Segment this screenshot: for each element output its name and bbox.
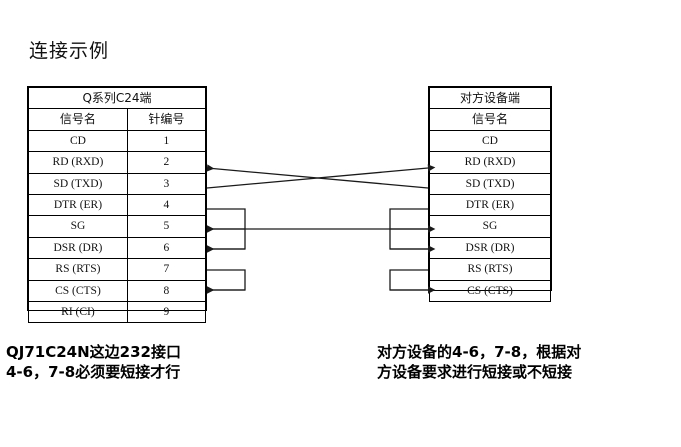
left-table-title-row: Q系列C24端 — [28, 86, 206, 110]
table-row: DTR (ER) — [429, 194, 551, 217]
right-table-title-row: 对方设备端 — [429, 86, 551, 110]
table-row: RI (CI) 9 — [28, 301, 207, 324]
left-header-signal: 信号名 — [28, 108, 128, 131]
right-signal-1: CD — [429, 129, 551, 153]
left-pin-2: 2 — [126, 151, 207, 174]
left-signal-7: RS (RTS) — [28, 258, 128, 281]
left-pin-6: 6 — [126, 236, 207, 260]
page-title: 连接示例 — [29, 40, 110, 62]
left-pin-7: 7 — [126, 258, 207, 281]
left-pin-8: 8 — [126, 279, 207, 303]
table-row: SD (TXD) — [429, 172, 551, 196]
table-row: SG 5 — [28, 215, 207, 238]
wire-sd-to-rd-right — [206, 164, 436, 189]
left-connector-table: Q系列C24端 信号名 针编号 CD 1 RD (RXD) 2 SD (TXD)… — [27, 86, 207, 324]
table-row: CS (CTS) 8 — [28, 279, 207, 303]
wire-sd-to-rd-left — [206, 164, 429, 189]
table-row: SD (TXD) 3 — [28, 172, 207, 196]
right-jumper-7-8 — [389, 269, 428, 291]
table-row: DSR (DR) — [429, 236, 551, 260]
left-jumper-7-8 — [207, 269, 246, 291]
left-signal-3: SD (TXD) — [28, 172, 128, 196]
right-signal-2: RD (RXD) — [429, 151, 551, 174]
table-row: CD — [429, 129, 551, 153]
right-header-signal: 信号名 — [429, 108, 551, 131]
left-header-pin: 针编号 — [126, 108, 207, 131]
right-signal-8: CS (CTS) — [429, 279, 551, 303]
table-row: DSR (DR) 6 — [28, 236, 207, 260]
caption-left: QJ71C24N这边232接口 4-6，7-8必须要短接才行 — [6, 343, 181, 381]
left-signal-5: SG — [28, 215, 128, 238]
right-table-title: 对方设备端 — [429, 86, 551, 110]
left-table-title: Q系列C24端 — [28, 86, 206, 110]
left-pin-4: 4 — [126, 194, 207, 217]
table-row: RD (RXD) 2 — [28, 151, 207, 174]
left-signal-6: DSR (DR) — [28, 236, 128, 260]
right-signal-4: DTR (ER) — [429, 194, 551, 217]
table-row: CS (CTS) — [429, 279, 551, 303]
caption-right: 对方设备的4-6，7-8，根据对 方设备要求进行短接或不短接 — [377, 343, 582, 381]
right-signal-6: DSR (DR) — [429, 236, 551, 260]
right-signal-5: SG — [429, 215, 551, 238]
left-pin-5: 5 — [126, 215, 207, 238]
left-pin-3: 3 — [126, 172, 207, 196]
table-row: RS (RTS) 7 — [28, 258, 207, 281]
right-table-header-row: 信号名 — [429, 108, 551, 131]
left-signal-1: CD — [28, 129, 128, 153]
left-signal-9: RI (CI) — [28, 301, 128, 324]
right-signal-3: SD (TXD) — [429, 172, 551, 196]
left-signal-8: CS (CTS) — [28, 279, 128, 303]
table-row: SG — [429, 215, 551, 238]
left-table-header-row: 信号名 针编号 — [28, 108, 207, 131]
left-jumper-4-6 — [207, 208, 246, 250]
left-signal-4: DTR (ER) — [28, 194, 128, 217]
right-connector-table: 对方设备端 信号名 CD RD (RXD) SD (TXD) DTR (ER) — [428, 86, 552, 303]
left-pin-9: 9 — [126, 301, 207, 324]
table-row: RD (RXD) — [429, 151, 551, 174]
left-signal-2: RD (RXD) — [28, 151, 128, 174]
table-row: DTR (ER) 4 — [28, 194, 207, 217]
table-row: RS (RTS) — [429, 258, 551, 281]
left-pin-1: 1 — [126, 129, 207, 153]
table-row: CD 1 — [28, 129, 207, 153]
right-signal-7: RS (RTS) — [429, 258, 551, 281]
right-jumper-4-6 — [389, 208, 428, 250]
